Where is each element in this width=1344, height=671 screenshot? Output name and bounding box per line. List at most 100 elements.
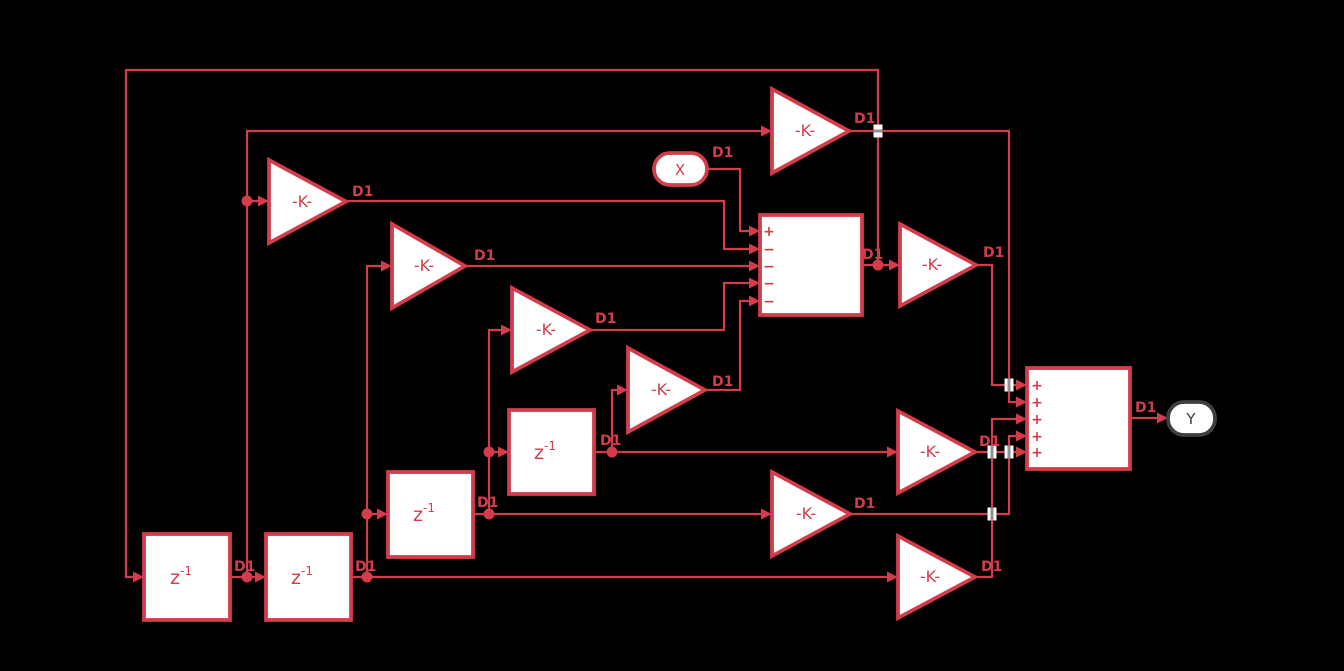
sum-port-sign: + <box>1031 412 1043 428</box>
crossing-marker <box>873 124 883 138</box>
signal-label: D1 <box>355 559 376 575</box>
gain-block-bottom-right[interactable]: -K- <box>896 532 980 622</box>
signal-label: D1 <box>712 145 733 161</box>
gain-label: -K- <box>536 320 556 339</box>
delay-label-base: z <box>170 567 180 589</box>
wire-delay3-branch-up[interactable] <box>487 328 502 514</box>
gain-block-4[interactable]: -K- <box>626 344 709 436</box>
junction-dot <box>361 571 373 583</box>
arrowhead <box>1016 413 1027 425</box>
arrowheads <box>133 125 1168 583</box>
wire-gainbr-to-sum2-p3[interactable] <box>975 417 1017 579</box>
gain-block-after-sum1[interactable]: -K- <box>898 220 981 310</box>
junction-dot <box>361 508 373 520</box>
crossing-marker <box>1004 445 1014 459</box>
sum-port-sign: − <box>763 276 775 292</box>
delay-label-exp: -1 <box>301 564 313 578</box>
wire-gain4-to-sum1[interactable] <box>705 299 750 392</box>
gain-block-2[interactable]: -K- <box>390 220 469 312</box>
output-port-label: Y <box>1185 410 1196 428</box>
wire-delay1-branch-up[interactable] <box>245 129 762 577</box>
signal-label: D1 <box>474 248 495 264</box>
delay-label-exp: -1 <box>423 501 435 515</box>
sum-block-2[interactable]: + + + + + <box>1025 366 1132 471</box>
arrowhead <box>1016 379 1027 391</box>
junction-dot <box>872 259 884 271</box>
signal-label: D1 <box>477 495 498 511</box>
gain-label: -K- <box>920 567 940 586</box>
arrowhead <box>258 195 269 207</box>
signal-label: D1 <box>1135 400 1156 416</box>
arrowhead <box>1016 446 1027 458</box>
wire-x-to-sum1[interactable] <box>707 167 750 233</box>
signal-labels: D1 D1 D1 D1 D1 D1 D1 D1 D1 D1 D1 D1 D1 D… <box>234 111 1156 575</box>
sum-port-sign: − <box>763 294 775 310</box>
delay-label-base: z <box>413 504 423 526</box>
gain-block-right-mid[interactable]: -K- <box>896 407 980 497</box>
arrowhead <box>1016 396 1027 408</box>
signal-label: D1 <box>854 111 875 127</box>
crossing-marker <box>987 507 997 521</box>
signal-label: D1 <box>234 559 255 575</box>
signal-label: D1 <box>981 559 1002 575</box>
arrowhead <box>133 571 144 583</box>
wire-gain1-to-sum1[interactable] <box>346 199 750 251</box>
gain-label: -K- <box>795 121 815 140</box>
gain-block-mid-lower[interactable]: -K- <box>770 468 855 560</box>
arrowhead <box>749 243 760 255</box>
signal-label: D1 <box>862 247 883 263</box>
crossing-marker <box>1004 378 1014 392</box>
input-port-label: X <box>675 161 685 179</box>
svg-text:z-1: z-1 <box>413 501 435 526</box>
delay-block-2[interactable]: z-1 <box>264 532 353 622</box>
junction-dot <box>241 571 253 583</box>
arrowhead <box>749 225 760 237</box>
gain-block-3[interactable]: -K- <box>510 284 595 376</box>
signal-label: D1 <box>595 311 616 327</box>
signal-label: D1 <box>352 184 373 200</box>
sum-block-1[interactable]: + − − − − <box>758 213 864 317</box>
arrowhead <box>887 446 898 458</box>
delay-block-1[interactable]: z-1 <box>142 532 232 622</box>
arrowhead <box>761 125 772 137</box>
input-port-x[interactable]: X <box>652 151 709 187</box>
wire-topgain-to-sum2[interactable] <box>849 129 1017 404</box>
gain-label: -K- <box>920 442 940 461</box>
wires <box>124 68 1158 579</box>
crossing-marker <box>987 445 997 459</box>
junction-dots <box>241 195 884 583</box>
arrowhead <box>889 259 900 271</box>
wire-delay4-branch-up[interactable] <box>610 388 618 452</box>
sum-port-sign: + <box>1031 429 1043 445</box>
gain-block-top[interactable]: -K- <box>770 85 853 177</box>
junction-dot <box>241 195 253 207</box>
wire-gain3-to-sum1[interactable] <box>590 281 750 332</box>
wire-feedback-top[interactable] <box>124 68 880 579</box>
delay-label-base: z <box>291 567 301 589</box>
sum-port-sign: + <box>1031 445 1043 461</box>
junction-dot <box>483 446 495 458</box>
signal-label: D1 <box>854 496 875 512</box>
arrowhead <box>617 384 628 396</box>
delay-label-exp: -1 <box>544 439 556 453</box>
wire-gainmr-to-sum2-p4[interactable] <box>850 434 1017 516</box>
gain-label: -K- <box>292 192 312 211</box>
gain-block-1[interactable]: -K- <box>267 156 351 247</box>
wire-delay2-branch-up[interactable] <box>365 264 382 577</box>
sum-port-sign: − <box>763 242 775 258</box>
delay-block-3[interactable]: z-1 <box>386 470 475 559</box>
junction-dot <box>483 508 495 520</box>
output-port-y[interactable]: Y <box>1166 400 1217 437</box>
delay-block-4[interactable]: z-1 <box>507 408 596 496</box>
gain-label: -K- <box>651 380 671 399</box>
arrowhead <box>498 446 509 458</box>
svg-text:z-1: z-1 <box>534 439 556 464</box>
gain-label: -K- <box>414 256 434 275</box>
arrowhead <box>1157 412 1168 424</box>
arrowhead <box>255 571 266 583</box>
signal-label: D1 <box>600 433 621 449</box>
arrowhead <box>749 295 760 307</box>
gain-label: -K- <box>796 504 816 523</box>
wire-gain5-to-sum2[interactable] <box>976 263 1017 387</box>
